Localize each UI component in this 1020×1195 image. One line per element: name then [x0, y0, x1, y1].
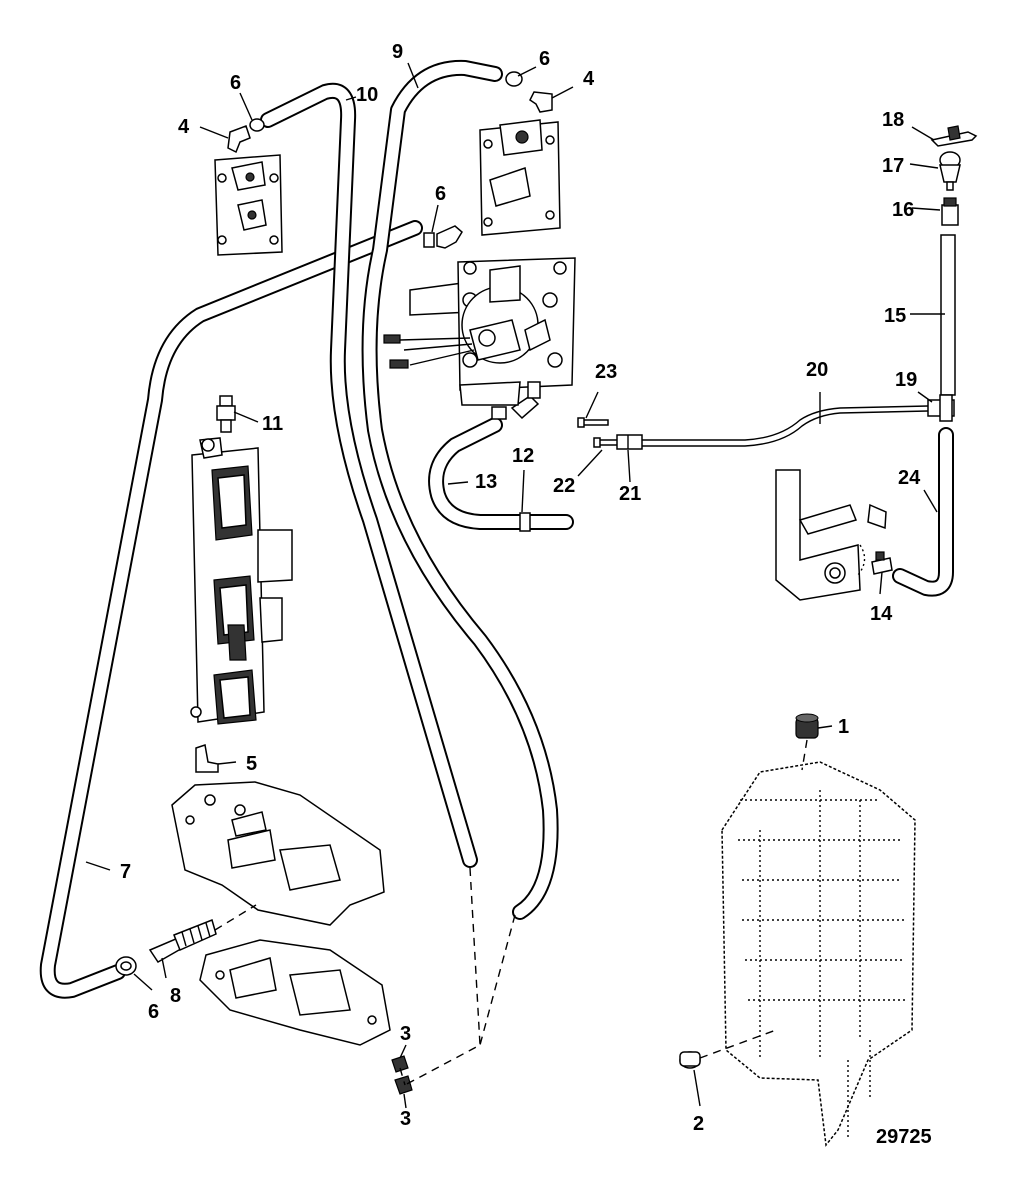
callout-3-upper: 3 [400, 1023, 411, 1045]
fuel-pump-assembly [383, 257, 576, 406]
fitting-21 [616, 434, 643, 450]
fitting-16 [941, 197, 959, 226]
callout-22: 22 [553, 475, 575, 497]
fitting-3-lower [394, 1075, 413, 1095]
line-20 [640, 405, 929, 447]
elbow-fitting-4-left [227, 125, 251, 154]
clamp-6-middle [423, 225, 463, 249]
fitting-22 [593, 437, 619, 448]
callout-4-left: 4 [178, 116, 190, 138]
clamp-12 [491, 395, 540, 532]
callout-21: 21 [619, 483, 641, 505]
bracket-plate-right [479, 119, 561, 236]
callout-8: 8 [170, 985, 181, 1007]
callout-15: 15 [884, 305, 906, 327]
callout-6-top-right: 6 [539, 48, 550, 70]
callout-5: 5 [246, 753, 257, 775]
callout-18: 18 [882, 109, 904, 131]
dashed-routing [214, 739, 808, 1086]
clamp-6-top-right [505, 71, 523, 87]
elbow-fitting-5 [195, 744, 219, 773]
fitting-8 [148, 918, 217, 963]
hose-24 [892, 427, 954, 597]
hose-13 [428, 417, 574, 530]
callout-labels: 6 4 9 10 6 4 6 11 5 7 8 6 3 3 13 12 23 2… [120, 41, 932, 1148]
callout-6-middle: 6 [435, 183, 446, 205]
callout-16: 16 [892, 199, 914, 221]
callout-11: 11 [262, 413, 283, 435]
callout-2: 2 [693, 1113, 704, 1135]
tee-fitting-19 [927, 394, 955, 422]
callout-20: 20 [806, 359, 828, 381]
callout-3-lower: 3 [400, 1108, 411, 1130]
diagram-reference-number: 29725 [876, 1126, 932, 1148]
callout-4-right: 4 [583, 68, 595, 90]
hose-15 [940, 234, 956, 396]
callout-17: 17 [882, 155, 904, 177]
callout-6-top-left: 6 [230, 72, 241, 94]
engine-block [721, 761, 916, 1147]
elbow-fitting-4-right [529, 91, 553, 113]
fitting-11 [216, 395, 236, 433]
callout-24: 24 [898, 467, 921, 489]
leader-lines [85, 62, 945, 1109]
callout-6-bottom: 6 [148, 1001, 159, 1023]
fitting-14 [871, 551, 893, 575]
hose-9 [361, 59, 559, 920]
plug-1 [795, 713, 819, 739]
clamp-6-top-left [249, 118, 265, 132]
hose-7 [39, 220, 423, 999]
coil-rail-assembly [190, 437, 293, 725]
callout-7: 7 [120, 861, 131, 883]
callout-10: 10 [356, 84, 378, 106]
callout-19: 19 [895, 369, 917, 391]
callout-12: 12 [512, 445, 534, 467]
bracket-plate-left [214, 154, 283, 256]
callout-9: 9 [392, 41, 403, 63]
plug-2 [679, 1051, 701, 1069]
upper-plate [171, 781, 385, 926]
callout-23: 23 [595, 361, 617, 383]
bracket-housing [775, 469, 887, 601]
callout-1: 1 [838, 716, 849, 738]
callout-13: 13 [475, 471, 497, 493]
callout-14: 14 [870, 603, 893, 625]
hose-10 [260, 82, 478, 868]
fitting-23 [577, 417, 609, 428]
clamp-6-bottom-left [115, 956, 137, 976]
lower-plate [199, 939, 391, 1046]
fitting-17 [939, 151, 961, 191]
bracket-18 [930, 125, 978, 147]
